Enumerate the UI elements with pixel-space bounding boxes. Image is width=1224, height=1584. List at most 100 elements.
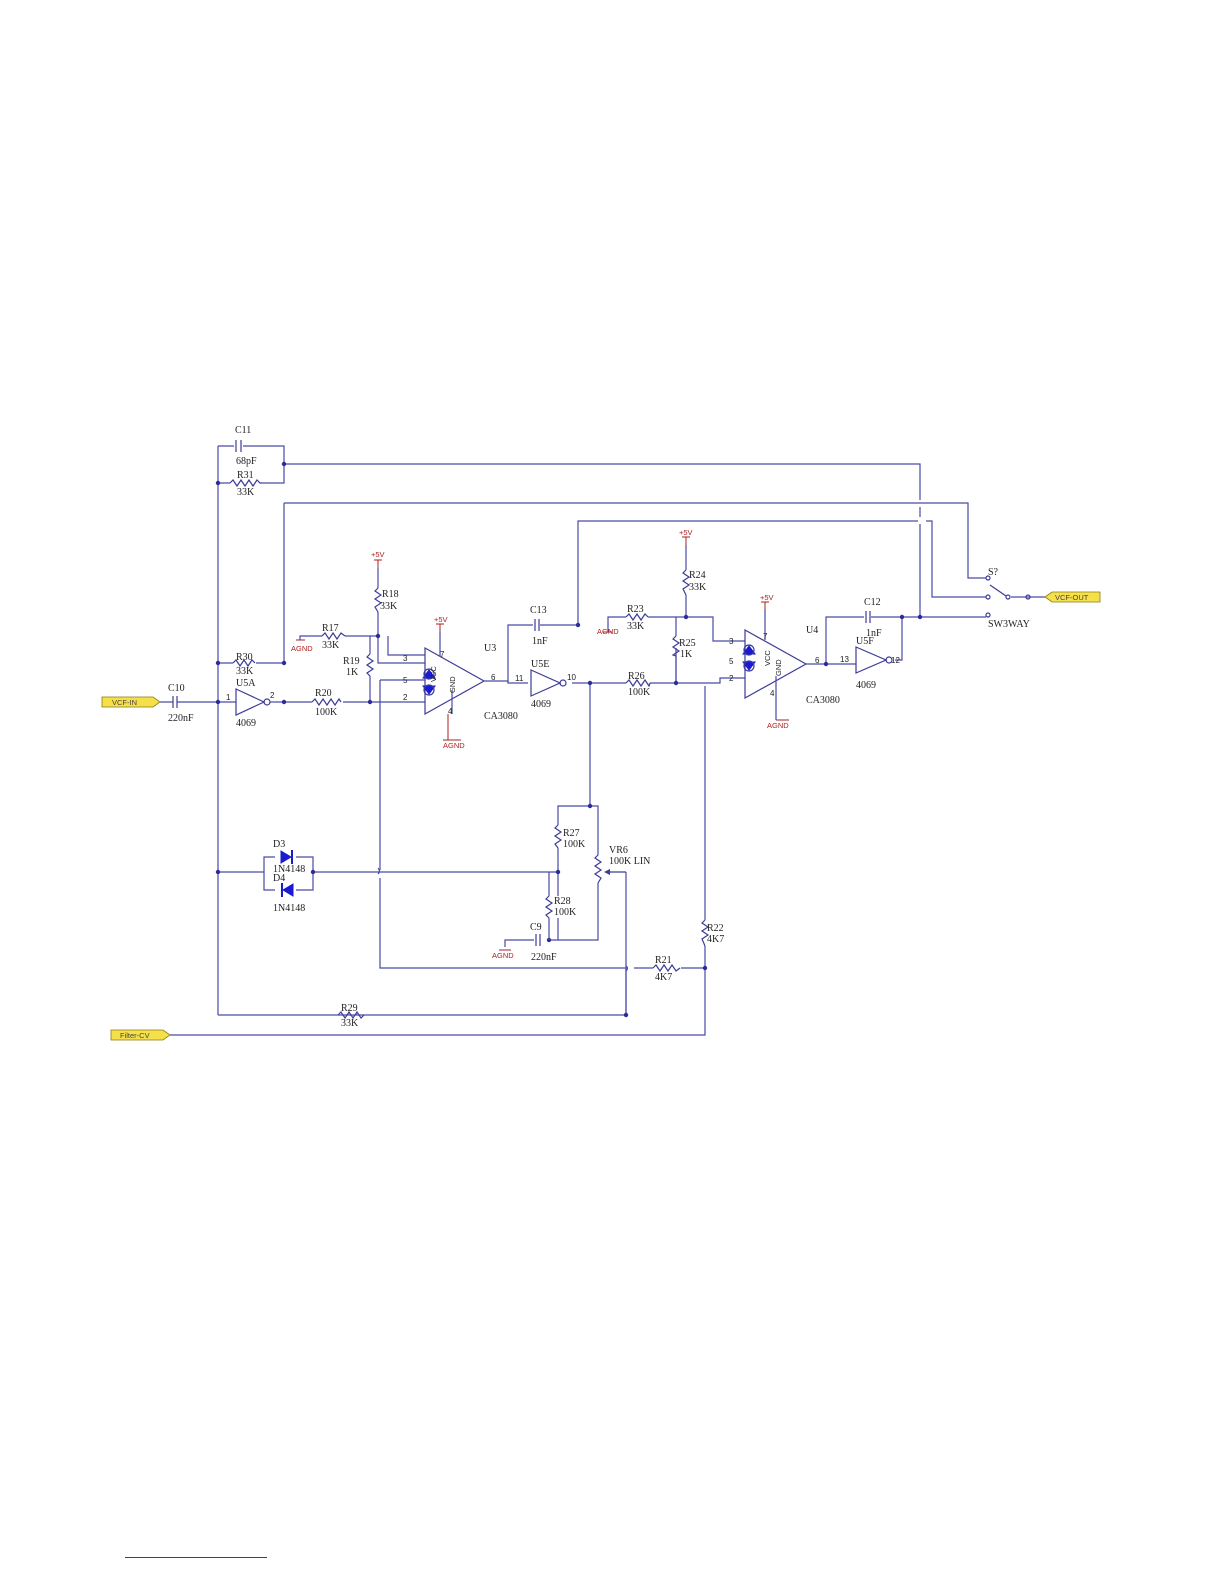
c13-value: 1nF <box>532 636 548 647</box>
vplus-r24: +5V <box>679 528 693 537</box>
r20-ref: R20 <box>315 688 332 699</box>
ota-u3: VCC GND 3 5 2 7 4 6 U3 CA3080 <box>403 632 518 722</box>
vr6-ref: VR6 <box>609 845 628 856</box>
r18-value: 33K <box>380 601 398 612</box>
c9-ref: C9 <box>530 922 542 933</box>
d3-value: 1N4148 <box>273 864 305 875</box>
u5a-value: 4069 <box>236 718 256 729</box>
inverter-u5a: U5A 4069 1 2 <box>226 678 276 729</box>
agnd-u4: AGND <box>767 721 789 730</box>
diode-d3: D3 1N4148 <box>273 839 305 875</box>
u4-pin6: 6 <box>815 656 820 665</box>
r23-ref: R23 <box>627 604 644 615</box>
resistor-r26: R26 100K <box>625 671 651 698</box>
ota-u4: VCC GND 3 5 2 7 4 6 U4 CA3080 <box>729 609 840 720</box>
resistor-r31: R31 33K <box>229 470 262 498</box>
c10-value: 220nF <box>168 713 194 724</box>
diode-d4: D4 1N4148 <box>273 873 305 914</box>
u3-ref: U3 <box>484 643 496 654</box>
u5f-pin-in: 13 <box>840 655 849 664</box>
resistor-r23: R23 33K <box>625 604 649 632</box>
u5f-pin-out: 12 <box>891 656 900 665</box>
capacitor-c11: C11 68pF <box>235 425 257 467</box>
c12-ref: C12 <box>864 597 881 608</box>
u5a-pin-out: 2 <box>270 691 275 700</box>
u4-value: CA3080 <box>806 695 840 706</box>
r22-ref: R22 <box>707 923 724 934</box>
r17-ref: R17 <box>322 623 339 634</box>
port-filter-cv: Filter-CV <box>110 1029 171 1041</box>
resistor-r22: R22 4K7 <box>700 919 724 947</box>
footer-link-underline[interactable] <box>125 1557 267 1558</box>
junction-dots <box>215 461 923 1018</box>
resistor-r19: R19 1K <box>343 653 375 678</box>
u4-pin3: 3 <box>729 637 734 646</box>
resistor-r21: R21 4K7 <box>652 955 681 983</box>
r18-ref: R18 <box>382 589 399 600</box>
port-vcf-out: VCF-OUT <box>1044 591 1101 603</box>
r17-value: 33K <box>322 640 340 651</box>
r21-ref: R21 <box>655 955 672 966</box>
c11-value: 68pF <box>236 456 257 467</box>
u3-gnd-label: GND <box>448 676 457 693</box>
r24-ref: R24 <box>689 570 706 581</box>
r27-value: 100K <box>563 839 586 850</box>
port-vcf-out-label: VCF-OUT <box>1055 593 1089 602</box>
resistor-r17: R17 33K <box>321 623 346 651</box>
d4-value: 1N4148 <box>273 903 305 914</box>
c12-value: 1nF <box>866 628 882 639</box>
potentiometer-vr6: VR6 100K LIN <box>593 845 650 884</box>
capacitor-c10: C10 220nF <box>168 683 194 724</box>
r28-value: 100K <box>554 907 577 918</box>
c10-ref: C10 <box>168 683 185 694</box>
inverter-u5e: U5E 4069 11 10 <box>515 659 576 710</box>
r26-value: 100K <box>628 687 651 698</box>
port-filter-cv-label: Filter-CV <box>120 1031 150 1040</box>
r29-value: 33K <box>341 1018 359 1029</box>
r29-ref: R29 <box>341 1003 358 1014</box>
r26-ref: R26 <box>628 671 645 682</box>
u4-pin2: 2 <box>729 674 734 683</box>
r31-ref: R31 <box>237 470 254 481</box>
r19-ref: R19 <box>343 656 360 667</box>
r28-ref: R28 <box>554 896 571 907</box>
u3-value: CA3080 <box>484 711 518 722</box>
capacitor-c12: C12 1nF <box>864 597 882 639</box>
c13-ref: C13 <box>530 605 547 616</box>
capacitor-c9: C9 220nF <box>530 922 557 963</box>
vplus-u3: +5V <box>434 615 448 624</box>
u3-pin6: 6 <box>491 673 496 682</box>
u4-pin7: 7 <box>763 632 768 641</box>
resistor-r18: R18 33K <box>373 587 399 613</box>
u5e-pin-in: 11 <box>515 674 524 683</box>
power-symbols: +5V +5V +5V +5V AGND AGND AGND AGND AGND <box>291 528 789 960</box>
r22-value: 4K7 <box>707 934 724 945</box>
u5e-ref: U5E <box>531 659 549 670</box>
resistor-r30: R30 33K <box>232 652 256 677</box>
r25-ref: R25 <box>679 638 696 649</box>
u3-pin2: 2 <box>403 693 408 702</box>
r20-value: 100K <box>315 707 338 718</box>
u3-pin4: 4 <box>448 707 453 716</box>
u4-gnd-label: GND <box>774 659 783 676</box>
u3-pin5: 5 <box>403 676 408 685</box>
r31-value: 33K <box>237 487 255 498</box>
d4-ref: D4 <box>273 873 285 884</box>
vplus-r18: +5V <box>371 550 385 559</box>
u5e-pin-out: 10 <box>567 673 576 682</box>
r30-value: 33K <box>236 666 254 677</box>
port-vcf-in-label: VCF-IN <box>112 698 137 707</box>
u5a-ref: U5A <box>236 678 256 689</box>
port-vcf-in: VCF-IN <box>101 696 161 708</box>
inverter-u5f: U5F 4069 13 12 <box>840 636 900 691</box>
agnd-r23: AGND <box>597 627 619 636</box>
u4-pin4: 4 <box>770 689 775 698</box>
d3-ref: D3 <box>273 839 285 850</box>
r21-value: 4K7 <box>655 972 672 983</box>
u3-pin7: 7 <box>440 650 445 659</box>
u3-vcc-label: VCC <box>429 666 438 682</box>
r23-value: 33K <box>627 621 645 632</box>
switch-s: S? SW3WAY <box>985 567 1031 630</box>
wire-network <box>160 445 1045 1036</box>
